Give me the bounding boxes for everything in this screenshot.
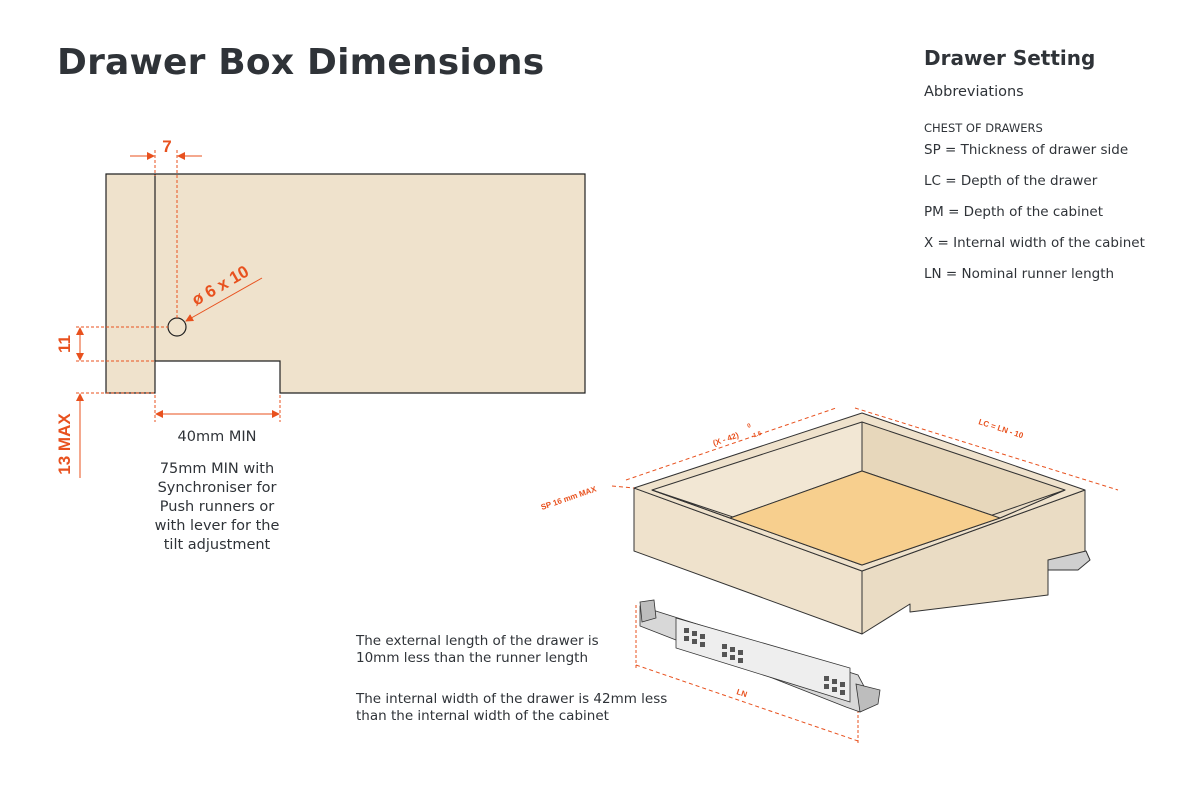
abbreviation-list: SP = Thickness of drawer side LC = Depth…: [924, 142, 1184, 297]
dim-max-label: 13 MAX: [55, 413, 74, 475]
runner-bracket-rear: [855, 683, 881, 713]
depth-label: LC = LN - 10: [977, 417, 1024, 440]
note-internal-width: The internal width of the drawer is 42mm…: [356, 691, 668, 724]
abbreviation-item-ln: LN = Nominal runner length: [924, 266, 1115, 282]
drawer-right-side: [861, 489, 1086, 635]
abbreviation-item-lc: LC = Depth of the drawer: [924, 173, 1098, 189]
drawer-front-panel: [105, 173, 586, 394]
runner-plate: [675, 617, 851, 703]
abbreviation-item-x: X = Internal width of the cabinet: [924, 235, 1145, 251]
abbreviation-item-pm: PM = Depth of the cabinet: [924, 204, 1104, 220]
panel-subtitle: Abbreviations: [924, 84, 1024, 100]
dim-top-label: 7: [162, 137, 171, 156]
drawer-bottom: [729, 470, 1001, 566]
dim-left-label: 11: [55, 335, 74, 353]
panel-caption: CHEST OF DRAWERS: [924, 121, 1043, 135]
width-tol-lower: -1.5: [751, 431, 763, 440]
detail-dimensions: [76, 150, 281, 478]
runner-clip-right: [824, 676, 845, 695]
abbreviation-item-sp: SP = Thickness of drawer side: [924, 142, 1129, 158]
drawer-box-isometric: [633, 412, 1091, 635]
page-title: Drawer Box Dimensions: [57, 42, 545, 83]
drawer-side-detail: [105, 173, 586, 394]
drawer-runner: [639, 599, 881, 713]
abbreviations-panel: Drawer Setting Abbreviations CHEST OF DR…: [924, 46, 1184, 297]
notch-note: 75mm MIN with Synchroniser for Push runn…: [154, 461, 280, 553]
runner-clip-middle: [722, 644, 743, 663]
side-label: SP 16 mm MAX: [540, 484, 598, 512]
note-external-length: The external length of the drawer is 10m…: [356, 633, 599, 666]
runner-clip-left: [684, 628, 705, 647]
width-tol-upper: 0: [747, 423, 753, 430]
runner-label: LN: [735, 687, 748, 699]
runner-bracket-front: [639, 599, 657, 623]
runner-end-stub: [1047, 550, 1091, 571]
notch-label: 40mm MIN: [177, 429, 257, 445]
panel-title: Drawer Setting: [924, 46, 1096, 70]
